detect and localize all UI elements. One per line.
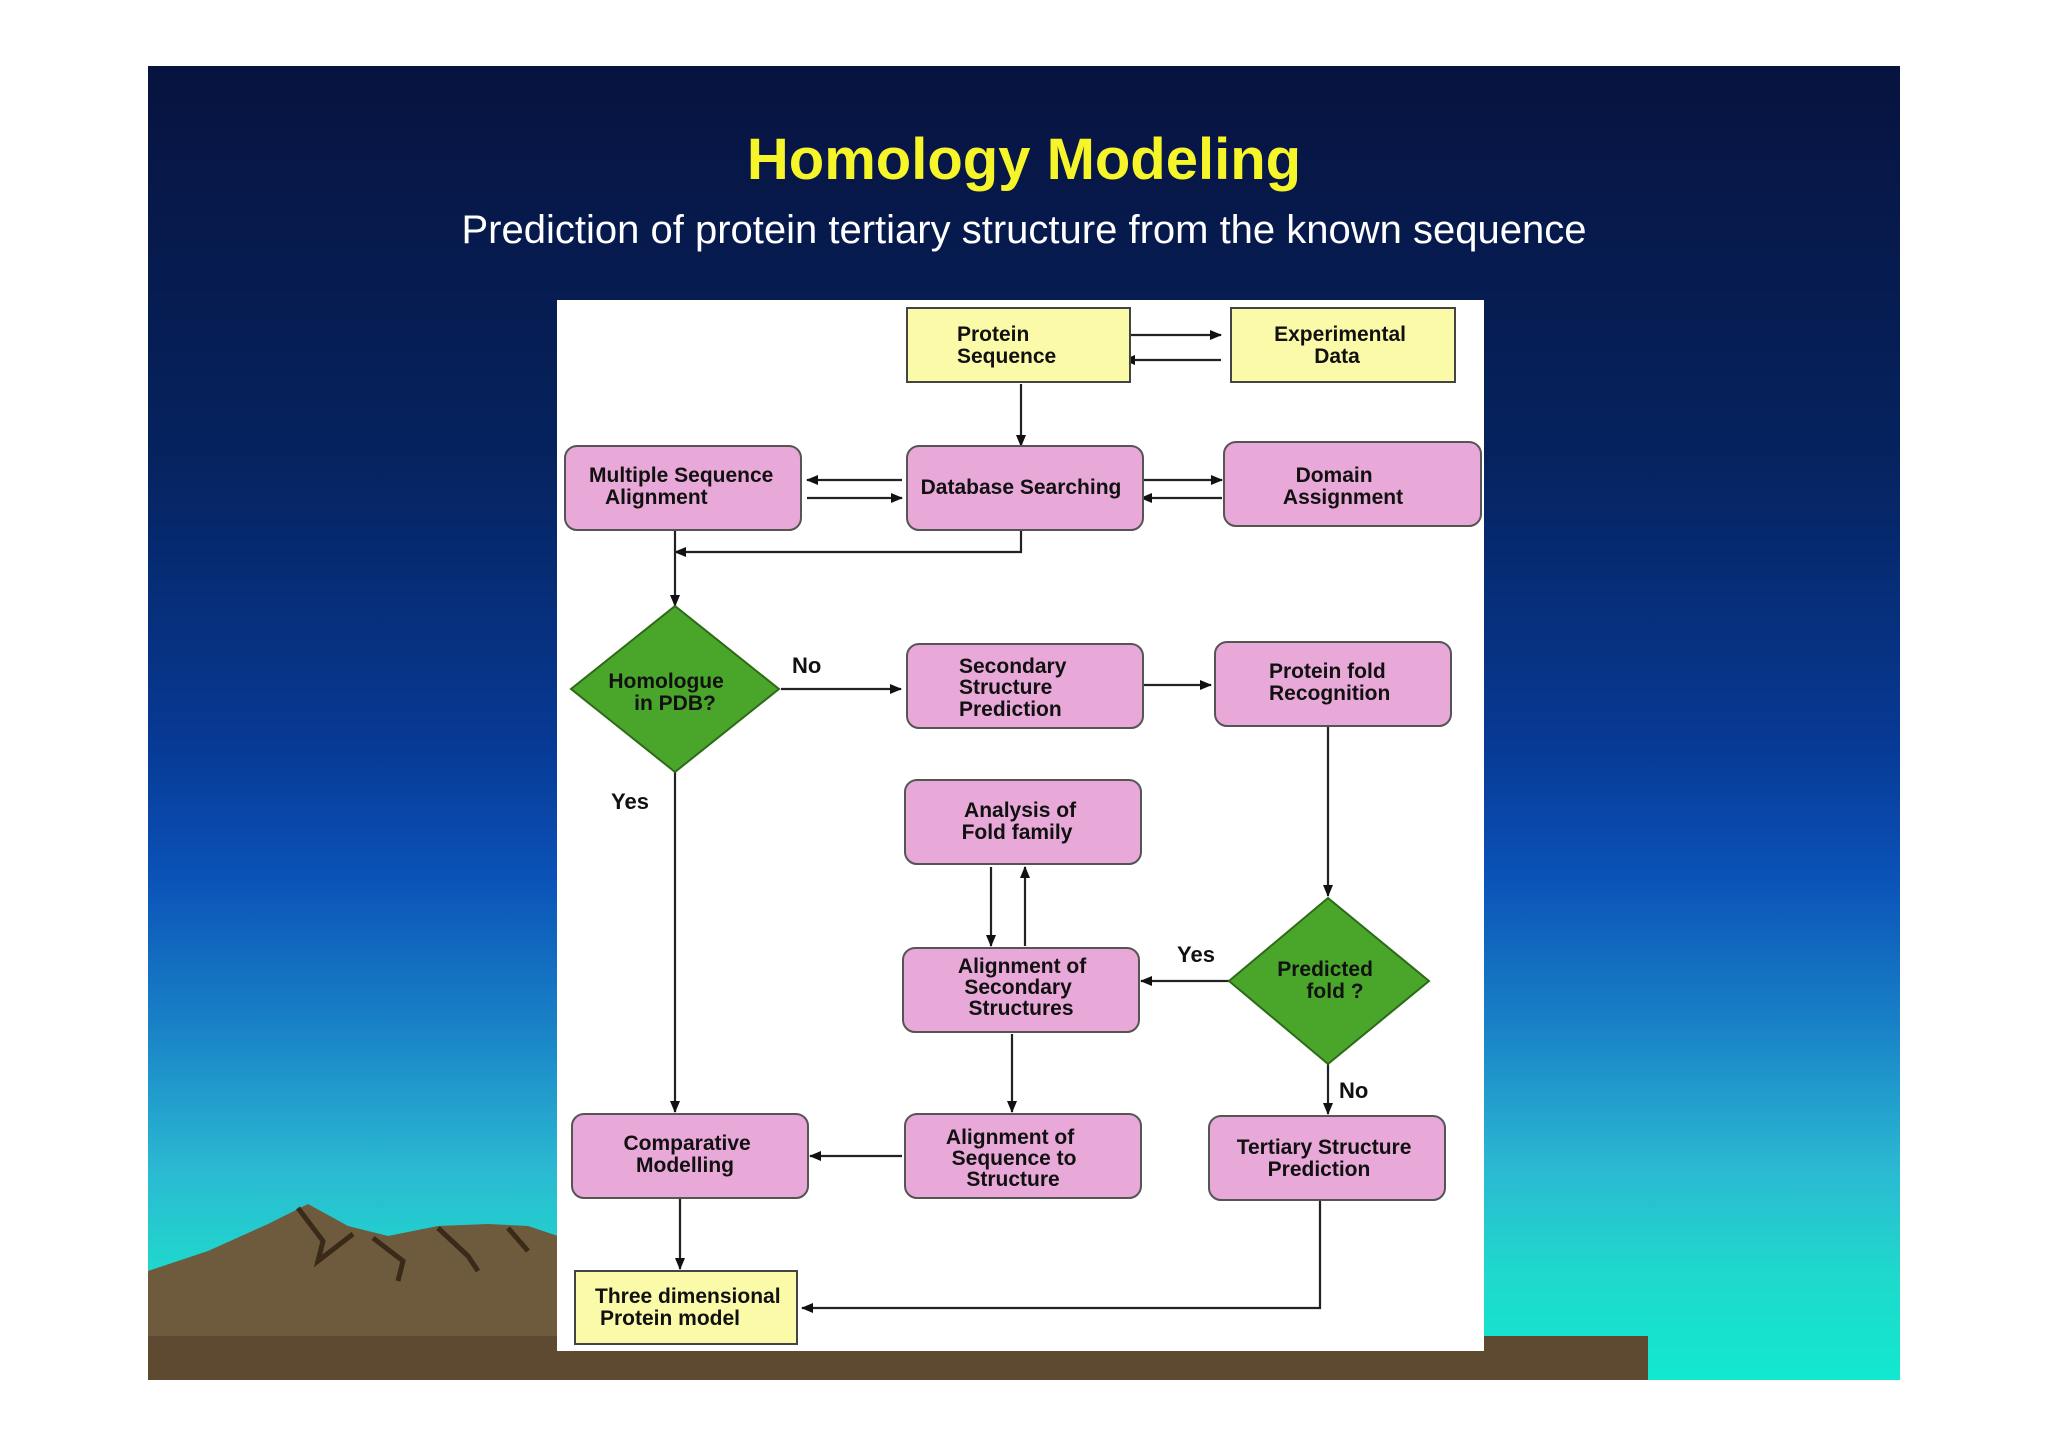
protein-sequence-box: Protein Sequence [906,307,1131,383]
three-d-model-line-2: Protein model [600,1307,740,1330]
protein-fold-recognition-box: Protein fold Recognition [1214,641,1452,727]
slide-subtitle: Prediction of protein tertiary structure… [461,208,1587,252]
analysis-of-fold-family-box: Analysis of Fold family [904,779,1142,865]
predicted-fold-decision: Predicted fold ? [1227,896,1431,1066]
experimental-data-line-1: Experimental [1274,323,1406,346]
svg-text:Analysis of Fold fam: Analysis of Fold family [962,799,1082,844]
alignment-ss-line-1: Alignment of [958,955,1087,978]
secondary-line-1: Secondary [959,655,1067,678]
svg-text:Predicted fold ?: Predicted fold ? [1277,958,1379,1003]
protein-sequence-line-2: Sequence [957,345,1056,368]
alignment-seq-line-3: Structure [966,1168,1059,1191]
svg-text:Alignment of Sequenc: Alignment of Sequence to Structure [946,1126,1082,1191]
arrow-tertiary-to-3d-model [801,1200,1322,1313]
analysis-line-1: Analysis of [964,799,1077,822]
tertiary-line-2: Prediction [1268,1158,1371,1181]
comparative-modelling-box: Comparative Modelling [571,1113,809,1199]
predicted-no-label: No [1339,1078,1368,1103]
fold-recognition-line-1: Protein fold [1269,660,1386,683]
homologue-line-2: in PDB? [634,692,716,715]
fold-recognition-line-2: Recognition [1269,682,1390,705]
protein-sequence-line-1: Protein [957,323,1029,346]
database-searching-label: Database Searching [921,476,1122,499]
svg-text:Alignment of Seconda: Alignment of Secondary Structures [958,955,1092,1020]
svg-text:Three dimensional Pr: Three dimensional Protein model [595,1285,786,1330]
experimental-data-line-2: Data [1314,345,1360,368]
homologue-line-1: Homologue [608,670,724,693]
homologue-no-label: No [792,653,821,678]
alignment-ss-line-3: Structures [968,997,1073,1020]
tertiary-line-1: Tertiary Structure [1237,1136,1412,1159]
svg-text:Secondary Structure: Secondary Structure Prediction [959,655,1072,721]
alignment-seq-line-2: Sequence to [952,1147,1077,1170]
tertiary-structure-prediction-box: Tertiary Structure Prediction [1208,1115,1446,1201]
svg-text:Database Searching: Database Searching [921,476,1122,499]
homologue-in-pdb-decision: Homologue in PDB? [569,604,781,774]
msa-line-1: Multiple Sequence [589,464,773,487]
svg-text:Tertiary Structure P: Tertiary Structure Prediction [1237,1136,1418,1181]
secondary-structure-prediction-box: Secondary Structure Prediction [906,643,1144,729]
multiple-sequence-alignment-box: Multiple Sequence Alignment [564,445,802,531]
svg-text:Homologue in PDB?: Homologue in PDB? [608,670,729,715]
mountain-left-ridges [296,1206,530,1282]
slide: Homology Modeling Prediction of protein … [148,66,1900,1380]
domain-assignment-box: Domain Assignment [1223,441,1482,527]
svg-text:Multiple Sequence Al: Multiple Sequence Alignment [589,464,779,509]
alignment-of-sequence-to-structure-box: Alignment of Sequence to Structure [904,1113,1142,1199]
experimental-data-box: Experimental Data [1230,307,1456,383]
predicted-fold-line-1: Predicted [1277,958,1373,981]
svg-text:Comparative Modellin: Comparative Modelling [623,1132,756,1177]
flowchart-edges [670,330,1333,1313]
secondary-line-2: Structure [959,676,1052,699]
three-d-model-line-1: Three dimensional [595,1285,781,1308]
homology-modeling-flowchart: Protein Sequence Experimental Data Multi… [564,307,1482,1345]
svg-text:Domain Assignment: Domain Assignment [1283,464,1403,509]
comparative-line-1: Comparative [623,1132,750,1155]
alignment-seq-line-1: Alignment of [946,1126,1075,1149]
predicted-yes-label: Yes [1177,942,1215,967]
flowchart-panel: Protein Sequence Experimental Data Multi… [557,300,1484,1351]
secondary-line-3: Prediction [959,698,1062,721]
alignment-of-secondary-structures-box: Alignment of Secondary Structures [902,947,1140,1033]
predicted-fold-line-2: fold ? [1306,980,1363,1003]
three-dimensional-protein-model-box: Three dimensional Protein model [574,1270,798,1345]
comparative-line-2: Modelling [636,1154,734,1177]
svg-text:Protein fold Recogni: Protein fold Recognition [1269,660,1392,705]
analysis-line-2: Fold family [962,821,1073,844]
database-searching-box: Database Searching [906,445,1144,531]
svg-text:Experimental Data: Experimental Data [1274,323,1412,368]
alignment-ss-line-2: Secondary [964,976,1072,999]
slide-title: Homology Modeling [746,127,1302,192]
domain-assignment-line-1: Domain [1296,464,1373,487]
msa-line-2: Alignment [605,486,708,509]
homologue-yes-label: Yes [611,789,649,814]
svg-text:Protein Sequence: Protein Sequence [957,323,1056,368]
domain-assignment-line-2: Assignment [1283,486,1403,509]
